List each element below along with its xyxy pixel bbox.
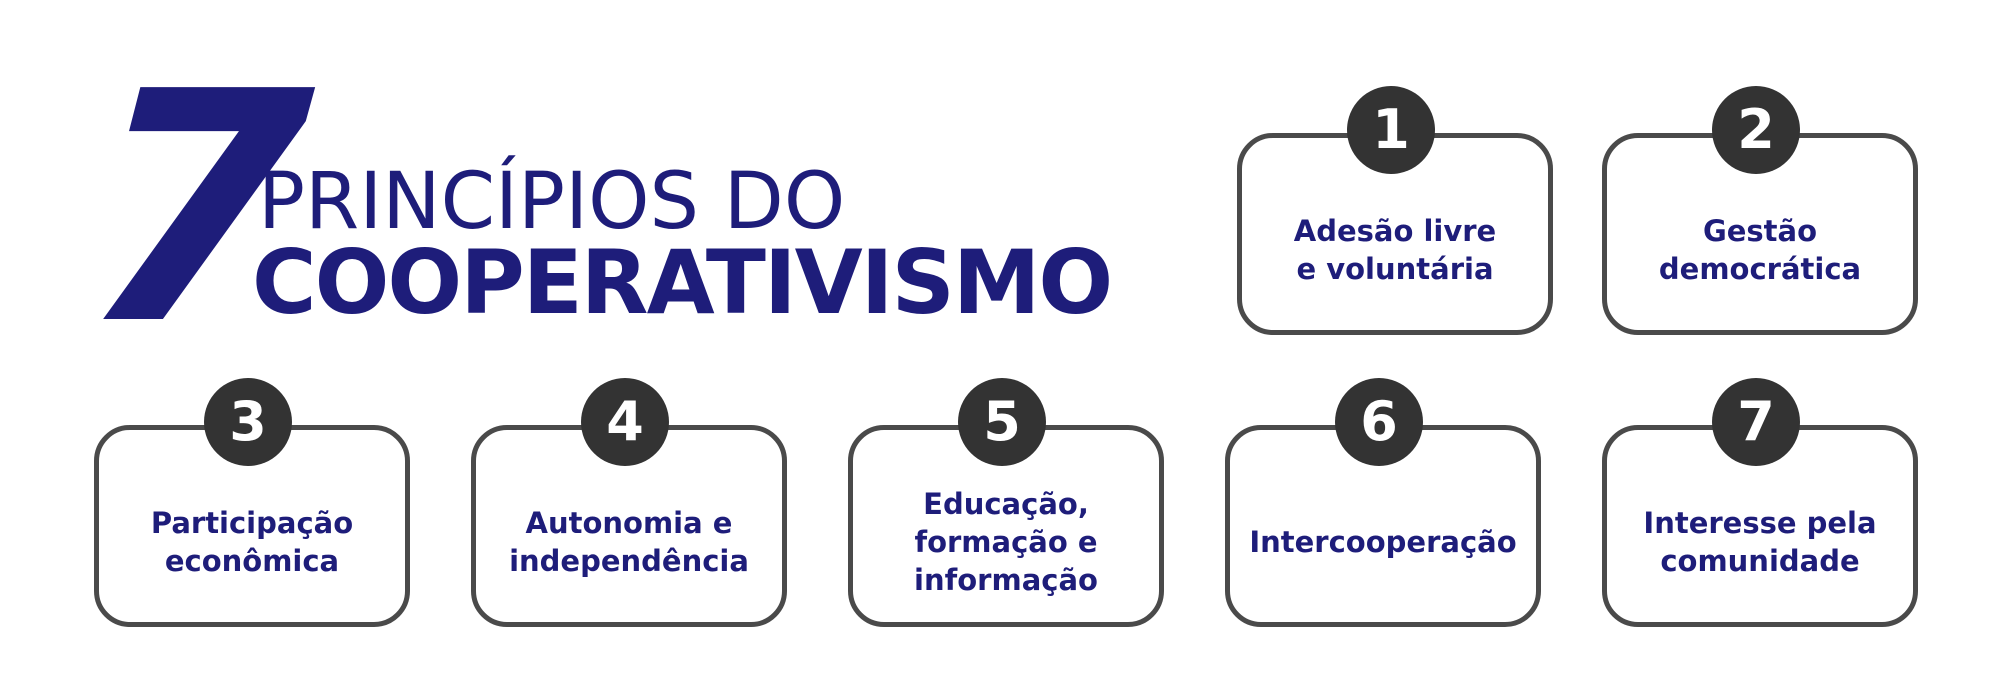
principle-number-badge: 5	[958, 378, 1046, 466]
principle-label: Participação econômica	[150, 506, 354, 578]
principle-card-7: Interesse pela comunidade	[1602, 425, 1918, 627]
principle-number-badge: 3	[204, 378, 292, 466]
principle-label: Educação, formação e informação	[914, 487, 1098, 597]
principle-label: Adesão livre e voluntária	[1293, 214, 1497, 286]
title-line-principios: PRINCÍPIOS DO	[258, 157, 846, 247]
principle-card-2: Gestão democrática	[1602, 133, 1918, 335]
title-line-cooperativismo: COOPERATIVISMO	[252, 231, 1113, 334]
principle-number-badge: 2	[1712, 86, 1800, 174]
principle-number-badge: 7	[1712, 378, 1800, 466]
principle-label: Autonomia e independência	[509, 506, 749, 578]
principle-label: Interesse pela comunidade	[1643, 506, 1877, 578]
principle-number-badge: 4	[581, 378, 669, 466]
principle-label: Intercooperação	[1249, 525, 1517, 559]
principle-number-badge: 1	[1347, 86, 1435, 174]
principle-number-badge: 6	[1335, 378, 1423, 466]
principle-label: Gestão democrática	[1658, 214, 1862, 286]
